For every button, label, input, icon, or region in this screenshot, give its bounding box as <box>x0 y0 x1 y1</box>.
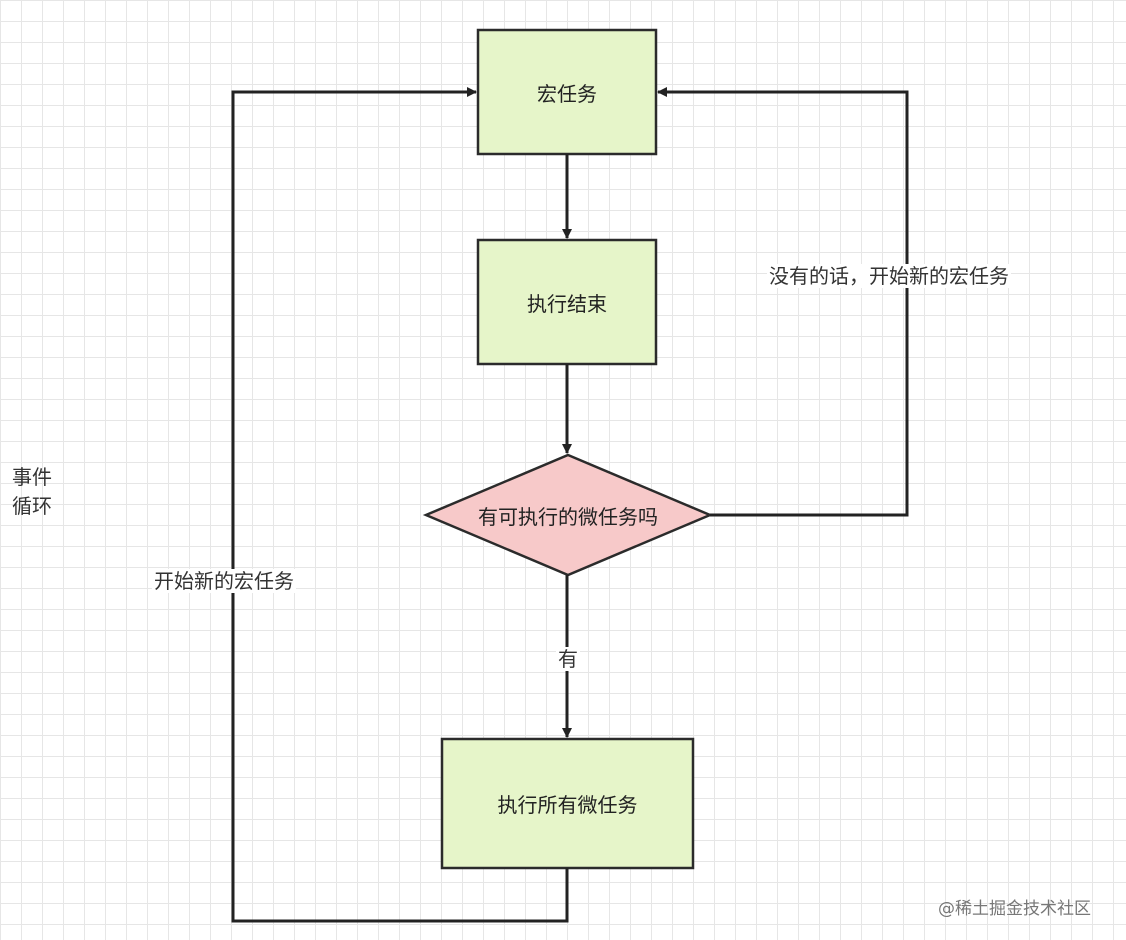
execution-end-label: 执行结束 <box>527 291 607 316</box>
event-loop-side-label: 事件 循环 <box>12 463 52 521</box>
edge-decision-no-to-macro <box>657 87 909 517</box>
edge-no-label: 没有的话，开始新的宏任务 <box>767 264 1011 288</box>
micro-task-decision-label: 有可执行的微任务吗 <box>478 504 658 529</box>
execute-all-micro-tasks-label: 执行所有微任务 <box>497 793 638 817</box>
watermark: @稀土掘金技术社区 <box>938 899 1091 919</box>
macro-task-label: 宏任务 <box>537 81 597 106</box>
event-loop-side-label-line1: 事件 <box>12 465 52 489</box>
edge-yes-label: 有 <box>556 647 580 671</box>
execute-all-micro-tasks-box <box>440 737 695 870</box>
execution-end-box <box>476 238 658 366</box>
edge-loop-label: 开始新的宏任务 <box>152 569 296 593</box>
macro-task-box <box>476 28 658 156</box>
event-loop-side-label-line2: 循环 <box>12 494 52 518</box>
edge-loop-micro-to-macro <box>231 87 569 923</box>
